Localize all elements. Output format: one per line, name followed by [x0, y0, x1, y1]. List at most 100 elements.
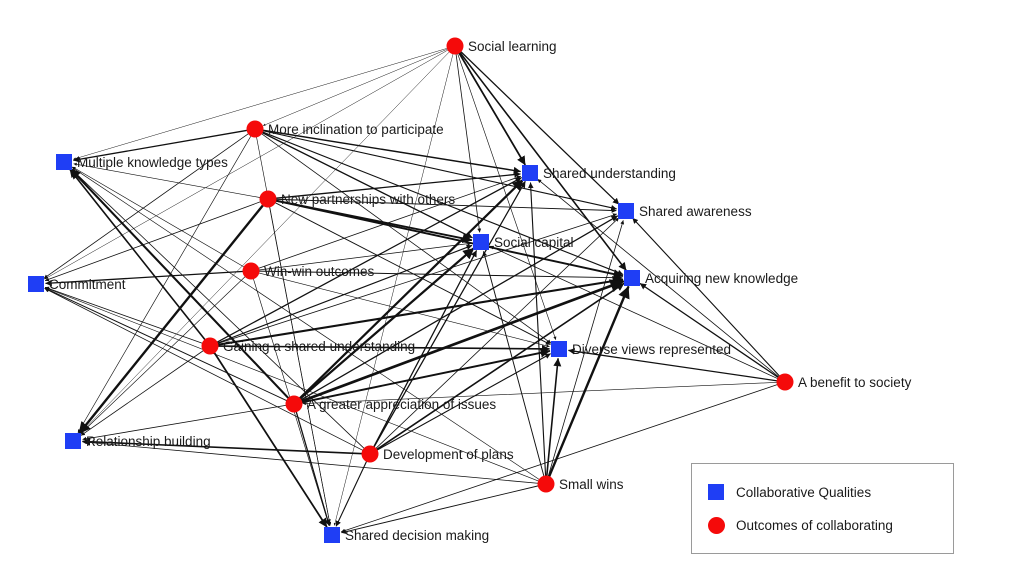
- edge-small-wins-to-social-capital: [482, 251, 545, 478]
- edge-new-partnerships-to-shared-decision: [268, 205, 332, 526]
- legend-row-quality: Collaborative Qualities: [708, 484, 871, 500]
- node-acquiring-knowledge: [624, 270, 640, 286]
- edge-new-partnerships-to-diverse-views: [273, 201, 551, 345]
- legend-row-outcome: Outcomes of collaborating: [708, 517, 893, 534]
- node-label-gaining-shared: Gaining a shared understanding: [223, 339, 415, 354]
- edge-new-partnerships-to-shared-awareness: [274, 198, 617, 213]
- edge-development-plans-to-commitment: [44, 288, 365, 452]
- edge-small-wins-to-acquiring-knowledge: [547, 286, 630, 479]
- node-label-diverse-views: Diverse views represented: [572, 342, 731, 357]
- edge-development-plans-to-relationship-building: [82, 437, 364, 455]
- edge-small-wins-to-multiple-knowledge: [71, 167, 541, 481]
- edge-more-inclination-to-shared-awareness: [261, 129, 617, 211]
- node-label-relationship-building: Relationship building: [86, 434, 211, 449]
- edge-social-learning-to-shared-understanding: [457, 51, 526, 165]
- edge-greater-appreciation-to-shared-decision: [295, 410, 331, 527]
- edge-greater-appreciation-to-commitment: [44, 287, 289, 402]
- node-shared-understanding: [522, 165, 538, 181]
- edge-benefit-society-to-shared-awareness: [632, 217, 781, 378]
- node-label-development-plans: Development of plans: [383, 447, 514, 462]
- edge-greater-appreciation-to-multiple-knowledge: [69, 168, 291, 400]
- edge-development-plans-to-shared-decision: [335, 459, 368, 527]
- node-win-win: [242, 262, 260, 280]
- edge-social-learning-to-shared-awareness: [459, 50, 620, 205]
- edge-benefit-society-to-greater-appreciation: [302, 381, 779, 406]
- edge-benefit-society-to-shared-decision: [341, 383, 779, 533]
- edge-social-learning-to-more-inclination: [263, 48, 449, 126]
- node-more-inclination: [246, 120, 264, 138]
- edge-win-win-to-relationship-building: [79, 275, 247, 435]
- edge-gaining-shared-to-multiple-knowledge: [69, 169, 207, 342]
- edge-new-partnerships-to-relationship-building: [78, 203, 265, 435]
- edge-development-plans-to-acquiring-knowledge: [375, 282, 625, 451]
- node-label-benefit-society: A benefit to society: [798, 375, 912, 390]
- edge-more-inclination-to-commitment: [43, 132, 250, 279]
- node-development-plans: [361, 445, 379, 463]
- node-layer: [28, 37, 794, 543]
- edge-social-learning-to-relationship-building: [79, 50, 451, 435]
- edge-win-win-to-multiple-knowledge: [72, 166, 246, 268]
- edge-social-learning-to-shared-decision: [333, 52, 454, 526]
- edge-development-plans-to-diverse-views: [375, 353, 551, 452]
- edge-development-plans-to-shared-awareness: [374, 217, 620, 450]
- outcome-circle-icon: [708, 517, 725, 534]
- edge-greater-appreciation-to-acquiring-knowledge: [299, 279, 624, 403]
- edge-win-win-to-social-capital: [257, 241, 472, 271]
- edge-new-partnerships-to-acquiring-knowledge: [273, 199, 624, 279]
- quality-square-icon: [708, 484, 724, 500]
- node-shared-decision: [324, 527, 340, 543]
- node-label-social-learning: Social learning: [468, 39, 557, 54]
- node-label-shared-awareness: Shared awareness: [639, 204, 752, 219]
- edge-more-inclination-to-multiple-knowledge: [73, 129, 249, 163]
- node-gaining-shared: [201, 337, 219, 355]
- edge-greater-appreciation-to-shared-understanding: [297, 178, 524, 401]
- node-new-partnerships: [259, 190, 277, 208]
- edge-gaining-shared-to-social-capital: [215, 244, 473, 345]
- node-label-multiple-knowledge: Multiple knowledge types: [77, 155, 228, 170]
- edge-gaining-shared-to-acquiring-knowledge: [215, 275, 624, 346]
- edge-social-learning-to-multiple-knowledge: [73, 47, 449, 160]
- node-label-new-partnerships: New partnerships with others: [281, 192, 455, 207]
- edge-small-wins-to-relationship-building: [82, 440, 540, 484]
- edge-social-learning-to-acquiring-knowledge: [458, 50, 627, 271]
- node-label-social-capital: Social capital: [494, 235, 574, 250]
- edge-gaining-shared-to-shared-decision: [212, 351, 328, 528]
- node-social-capital: [473, 234, 489, 250]
- edge-benefit-society-to-shared-understanding: [537, 178, 780, 378]
- node-label-shared-decision: Shared decision making: [345, 528, 489, 543]
- edge-small-wins-to-commitment: [44, 287, 540, 482]
- edge-more-inclination-to-social-capital: [260, 131, 473, 239]
- node-label-acquiring-knowledge: Acquiring new knowledge: [645, 271, 798, 286]
- legend-quality-label: Collaborative Qualities: [736, 484, 872, 500]
- edge-small-wins-to-diverse-views: [545, 358, 562, 478]
- edge-win-win-to-acquiring-knowledge: [257, 270, 623, 281]
- node-commitment: [28, 276, 44, 292]
- edge-more-inclination-to-acquiring-knowledge: [260, 131, 624, 276]
- edge-small-wins-to-shared-awareness: [547, 220, 625, 478]
- edge-gaining-shared-to-diverse-views: [216, 344, 550, 353]
- edge-gaining-shared-to-commitment: [45, 286, 204, 345]
- node-greater-appreciation: [285, 395, 303, 413]
- edge-benefit-society-to-diverse-views: [568, 348, 779, 382]
- edge-development-plans-to-social-capital: [372, 250, 478, 449]
- edge-new-partnerships-to-commitment: [44, 201, 262, 282]
- node-social-learning: [446, 37, 464, 55]
- edge-small-wins-to-shared-understanding: [527, 182, 547, 478]
- node-diverse-views: [551, 341, 567, 357]
- edge-gaining-shared-to-shared-understanding: [215, 177, 522, 344]
- legend-outcome-label: Outcomes of collaborating: [736, 518, 893, 533]
- edge-greater-appreciation-to-shared-awareness: [299, 215, 618, 402]
- edge-win-win-to-shared-understanding: [257, 175, 521, 270]
- node-benefit-society: [776, 373, 794, 391]
- node-label-small-wins: Small wins: [559, 477, 624, 492]
- node-label-shared-understanding: Shared understanding: [543, 166, 676, 181]
- node-relationship-building: [65, 433, 81, 449]
- edge-benefit-society-to-acquiring-knowledge: [639, 282, 780, 379]
- edge-benefit-society-to-social-capital: [489, 245, 780, 380]
- node-label-win-win: Win-win outcomes: [264, 264, 375, 279]
- edge-social-learning-to-commitment: [44, 49, 450, 280]
- edge-gaining-shared-to-relationship-building: [80, 349, 205, 436]
- edge-development-plans-to-multiple-knowledge: [70, 168, 366, 450]
- node-small-wins: [537, 475, 555, 493]
